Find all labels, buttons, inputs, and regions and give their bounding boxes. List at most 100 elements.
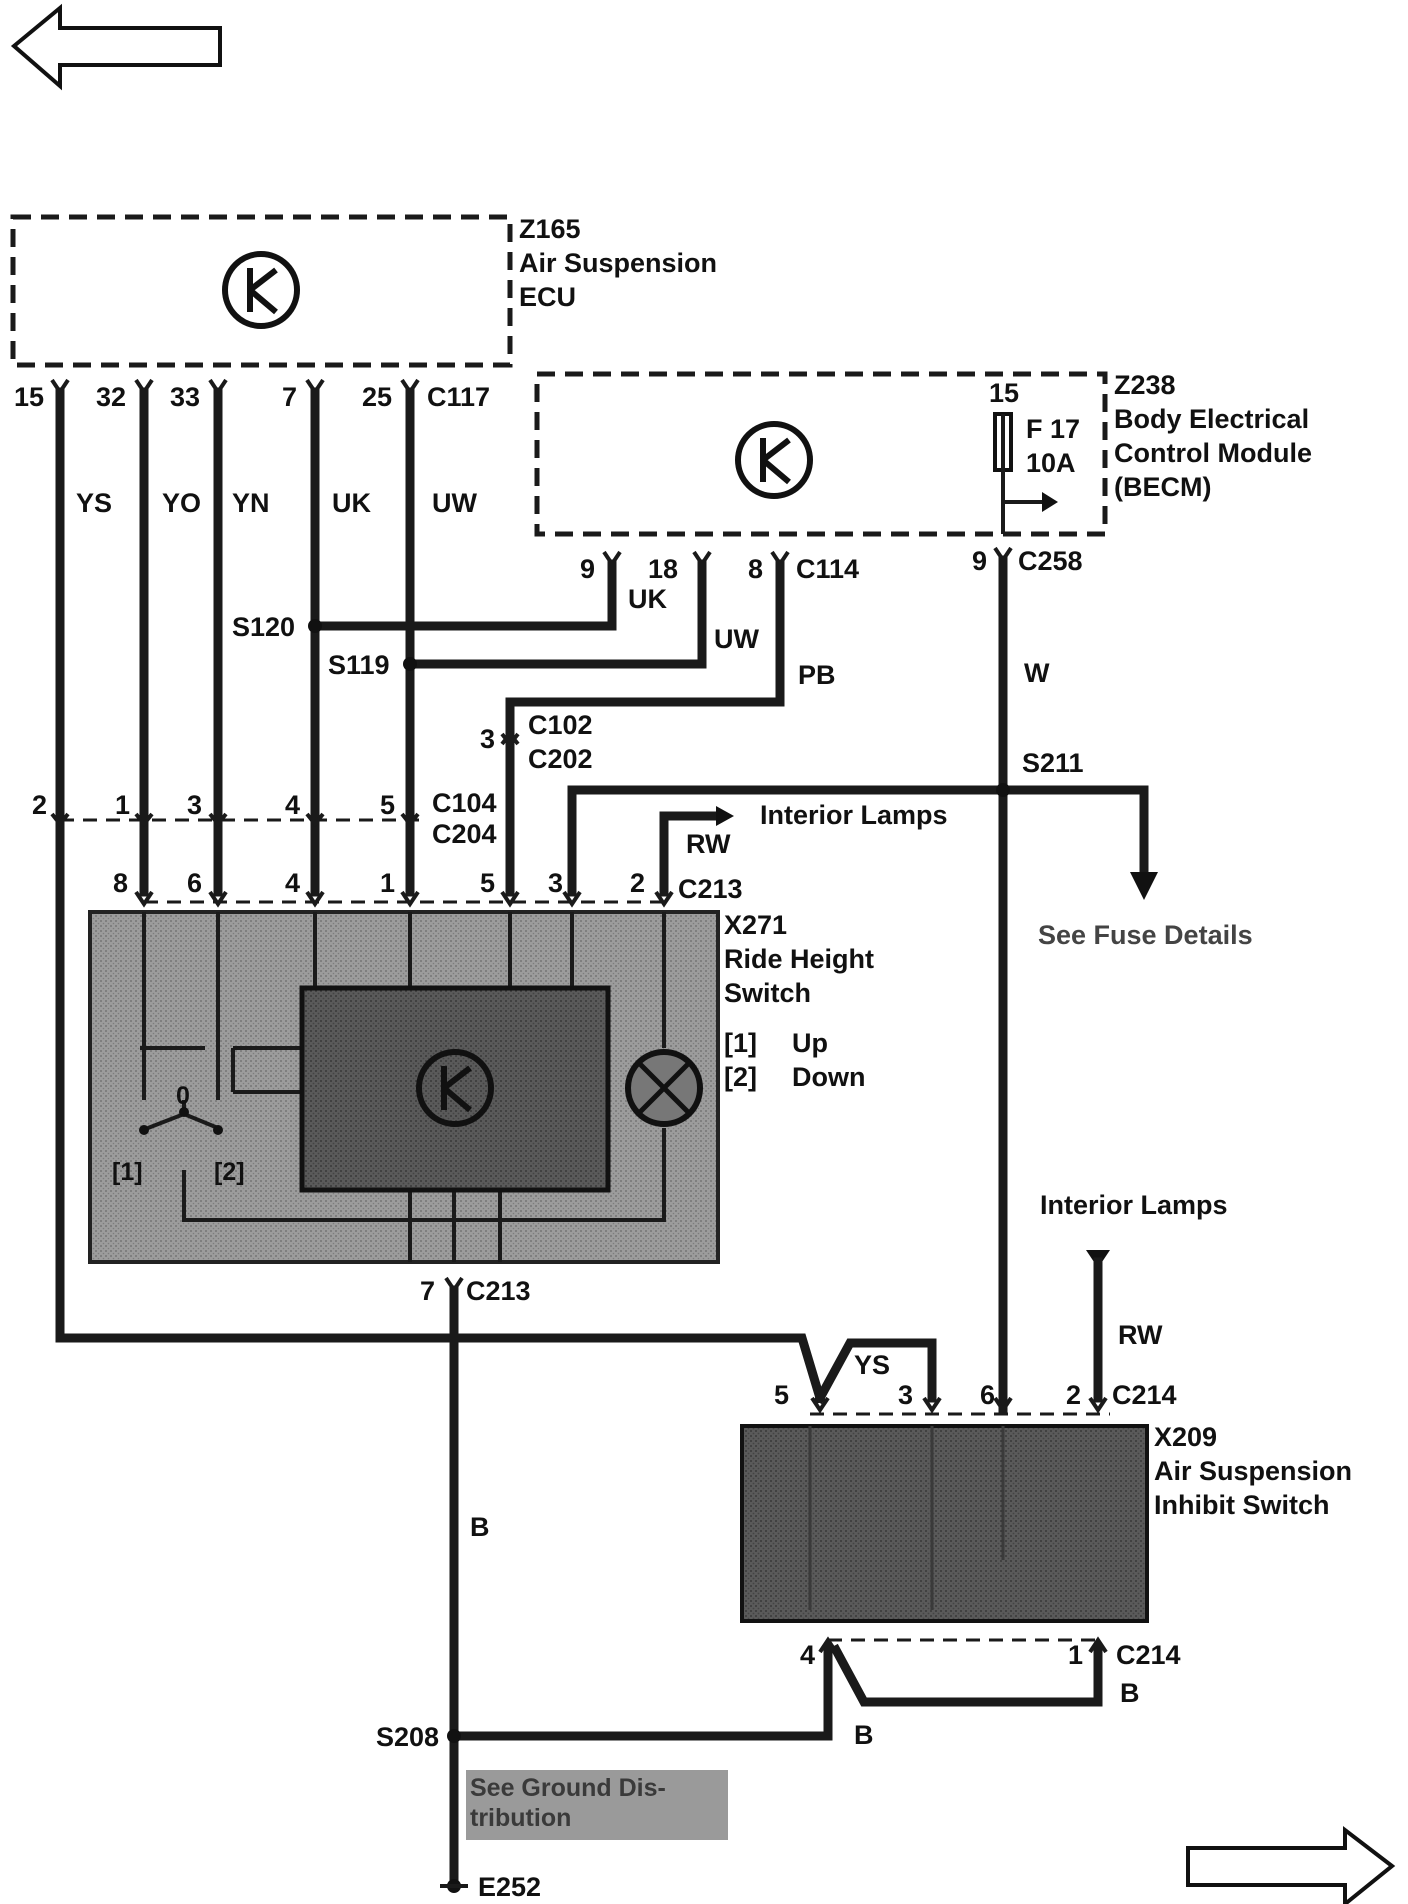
connector-c214-bottom: 4 1 C214 bbox=[800, 1636, 1181, 1670]
pin-label: 8 bbox=[113, 868, 128, 898]
pin-label: 2 bbox=[32, 790, 47, 820]
interior-lamps-feed-2: RW bbox=[1086, 1250, 1163, 1403]
pin-label: 25 bbox=[362, 382, 392, 412]
pin-label: 1 bbox=[1068, 1640, 1083, 1670]
z165-id: Z165 bbox=[519, 214, 581, 244]
wire-color-ys: YS bbox=[854, 1350, 890, 1380]
mode-code-2: [2] bbox=[724, 1062, 757, 1092]
z165-name-2: ECU bbox=[519, 282, 576, 312]
wire-color-rw: RW bbox=[1118, 1320, 1163, 1350]
ground-ref: See Ground Dis- bbox=[470, 1774, 666, 1802]
pin-label: 3 bbox=[187, 790, 202, 820]
ground-ref-2: tribution bbox=[470, 1804, 571, 1832]
left-arrow-icon bbox=[10, 3, 222, 91]
wires-z165 bbox=[55, 387, 826, 1404]
ground-point-e252: E252 bbox=[440, 1872, 541, 1902]
fuse-details-ref: See Fuse Details bbox=[1038, 920, 1253, 950]
pin-label: 6 bbox=[980, 1380, 995, 1410]
connector-c114: 9 18 8 C114 bbox=[580, 550, 859, 584]
ys-jumper bbox=[813, 1338, 937, 1405]
wire-color-b: B bbox=[854, 1720, 874, 1750]
wire-color-uw: UW bbox=[432, 488, 477, 518]
forward-arrow-button[interactable] bbox=[1186, 1825, 1396, 1904]
pin-label: 3 bbox=[480, 724, 495, 754]
pin-label: 5 bbox=[380, 790, 395, 820]
pin-label: 2 bbox=[630, 868, 645, 898]
lamp-icon bbox=[625, 1049, 703, 1127]
wire-color-rw: RW bbox=[686, 829, 731, 859]
pin-label: 4 bbox=[285, 868, 300, 898]
splice-s120: S120 bbox=[232, 612, 322, 642]
pin-label: 1 bbox=[380, 868, 395, 898]
module-z238: 15 F 17 10A Z238 Body Electrical Control… bbox=[534, 370, 1312, 537]
wire-color-yo: YO bbox=[162, 488, 201, 518]
connector-c117: 15 32 33 7 25 C117 bbox=[14, 378, 490, 412]
fuse-rating: 10A bbox=[1026, 448, 1076, 478]
switch-position-0: 0 bbox=[176, 1082, 190, 1110]
connector-label: C104 bbox=[432, 788, 497, 818]
connector-label: C114 bbox=[796, 554, 859, 584]
pin-label: 7 bbox=[420, 1276, 435, 1306]
fuse-name: F 17 bbox=[1026, 414, 1080, 444]
connector-c213-bottom: 7 C213 bbox=[420, 1276, 531, 1306]
switch-position-1: [1] bbox=[112, 1158, 143, 1186]
interior-lamps-feed: RW Interior Lamps bbox=[659, 800, 948, 897]
connector-c214-top: 5 3 6 2 C214 bbox=[774, 1380, 1177, 1416]
interior-lamps-ref: Interior Lamps bbox=[760, 800, 948, 830]
wire-color-yn: YN bbox=[232, 488, 270, 518]
connector-c102: 3 C102 C202 bbox=[480, 710, 593, 774]
pin-label: 9 bbox=[580, 554, 595, 584]
fuse-icon bbox=[993, 412, 1058, 534]
pin-label: 9 bbox=[972, 546, 987, 576]
wire-color-b: B bbox=[470, 1512, 490, 1542]
x271-internal-wiring bbox=[140, 912, 666, 1262]
wire-color-pb: PB bbox=[798, 660, 836, 690]
splice-s211: S211 bbox=[996, 748, 1084, 797]
connector-label: C214 bbox=[1112, 1380, 1177, 1410]
ecu-symbol-icon bbox=[222, 251, 300, 329]
ecu-symbol-icon bbox=[416, 1049, 494, 1127]
pin-label: 5 bbox=[480, 868, 495, 898]
z238-name-3: (BECM) bbox=[1114, 472, 1211, 502]
ground-label: E252 bbox=[478, 1872, 541, 1902]
pin-label: 3 bbox=[898, 1380, 913, 1410]
mode-up: Up bbox=[792, 1028, 828, 1058]
right-arrow-icon bbox=[1186, 1825, 1396, 1904]
switch-position-2: [2] bbox=[214, 1158, 245, 1186]
wires-becm bbox=[310, 555, 1158, 1415]
connector-label: C213 bbox=[466, 1276, 531, 1306]
x209-name-2: Inhibit Switch bbox=[1154, 1490, 1330, 1520]
pin-label: 33 bbox=[170, 382, 200, 412]
splice-s119: S119 bbox=[328, 650, 417, 680]
x209-name: Air Suspension bbox=[1154, 1456, 1352, 1486]
connector-label: C204 bbox=[432, 819, 497, 849]
pin-label: 4 bbox=[800, 1640, 815, 1670]
pin-label: 15 bbox=[14, 382, 44, 412]
z238-id: Z238 bbox=[1114, 370, 1176, 400]
splice-label: S120 bbox=[232, 612, 295, 642]
pin-label: 6 bbox=[187, 868, 202, 898]
wire-color-b: B bbox=[1120, 1678, 1140, 1708]
splice-label: S119 bbox=[328, 650, 390, 680]
connector-c104: 2 1 3 4 5 C104 C204 bbox=[32, 788, 497, 849]
wire-color-uk: UK bbox=[628, 584, 667, 614]
splice-label: S208 bbox=[376, 1722, 439, 1752]
x271-name: Ride Height bbox=[724, 944, 874, 974]
pin-label: 5 bbox=[774, 1380, 789, 1410]
connector-label: C117 bbox=[427, 382, 490, 412]
wire-color-w: W bbox=[1024, 658, 1050, 688]
connector-c213-top: 8 6 4 1 5 3 2 C213 bbox=[113, 868, 743, 908]
connector-label: C258 bbox=[1018, 546, 1083, 576]
wires-x209-ground bbox=[449, 1643, 1103, 1741]
mode-code-1: [1] bbox=[724, 1028, 757, 1058]
connector-label: C202 bbox=[528, 744, 593, 774]
interior-lamps-ref: Interior Lamps bbox=[1040, 1190, 1228, 1220]
x271-name-2: Switch bbox=[724, 978, 811, 1008]
pin-label: 32 bbox=[96, 382, 126, 412]
fuse-pin: 15 bbox=[989, 378, 1019, 408]
back-arrow-button[interactable] bbox=[10, 3, 222, 91]
z165-name: Air Suspension bbox=[519, 248, 717, 278]
pin-label: 4 bbox=[285, 790, 300, 820]
z238-name: Body Electrical bbox=[1114, 404, 1309, 434]
connector-label: C213 bbox=[678, 874, 743, 904]
